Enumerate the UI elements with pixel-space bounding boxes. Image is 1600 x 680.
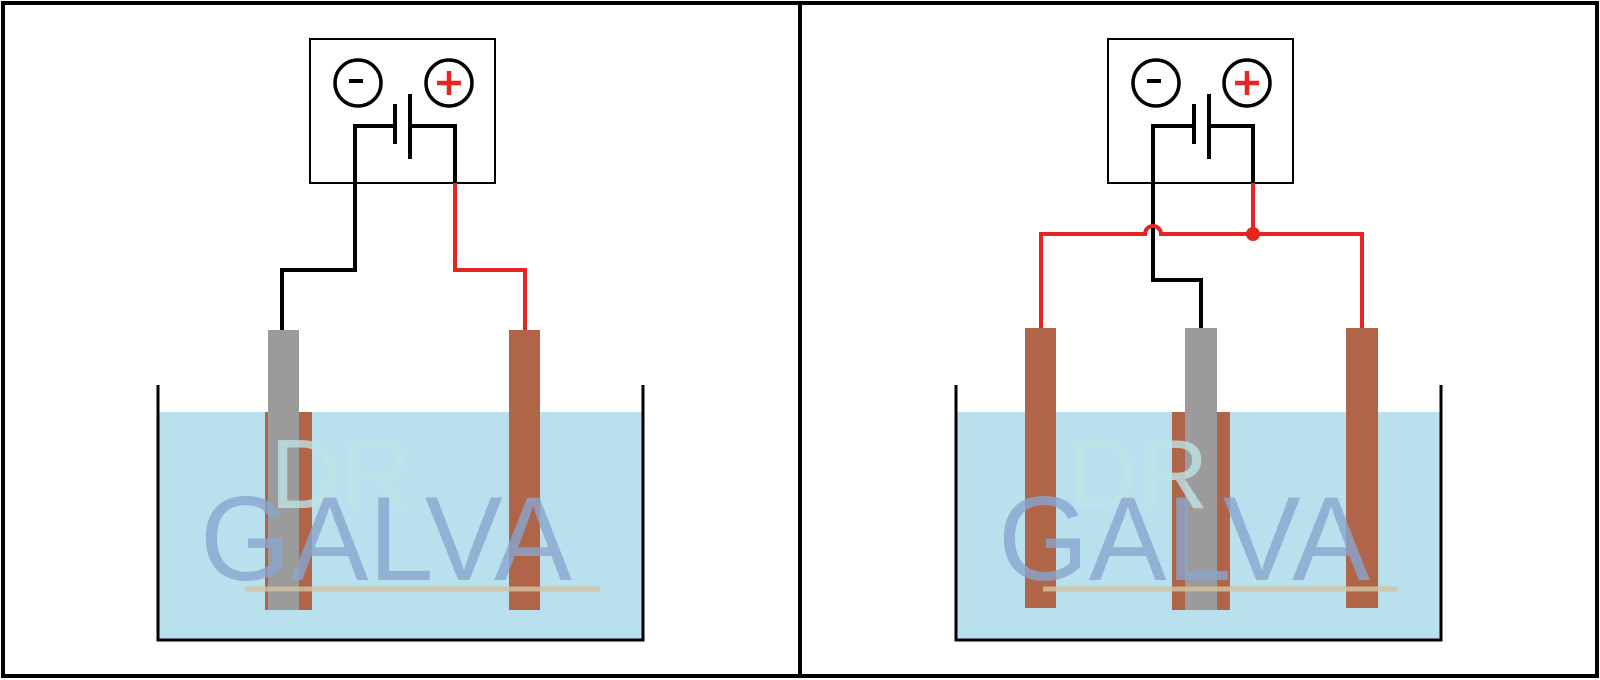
left-anode-rod bbox=[509, 330, 540, 610]
left-negative-wire bbox=[280, 124, 395, 330]
right-tank-walls bbox=[954, 385, 1443, 642]
left-watermark: DR GALVA bbox=[200, 419, 600, 606]
right-wire-junction-dot bbox=[1246, 227, 1260, 241]
right-watermark-galva: GALVA bbox=[998, 472, 1370, 606]
right-cathode-rod bbox=[1185, 328, 1217, 610]
right-anode-rod-2 bbox=[1346, 328, 1378, 608]
right-anode-rod-1 bbox=[1025, 328, 1056, 608]
right-positive-bus bbox=[1039, 224, 1364, 328]
left-cathode bbox=[265, 330, 312, 610]
plus-circle-icon bbox=[424, 58, 474, 108]
left-tank-walls bbox=[156, 385, 645, 642]
left-panel: DR GALVA bbox=[1, 1, 802, 678]
right-positive-wire-top bbox=[1209, 124, 1255, 183]
minus-circle-icon bbox=[333, 58, 383, 108]
right-watermark-dr: DR bbox=[1067, 419, 1209, 529]
left-watermark-galva: GALVA bbox=[200, 472, 572, 606]
left-electrolyte bbox=[158, 412, 643, 640]
left-positive-wire-top bbox=[410, 124, 457, 183]
left-watermark-dr: DR bbox=[270, 419, 412, 529]
right-power-box bbox=[1107, 38, 1294, 184]
right-power-supply bbox=[1107, 38, 1294, 184]
left-tank bbox=[156, 385, 645, 642]
right-negative-wire bbox=[1151, 124, 1203, 328]
left-positive-wire bbox=[453, 183, 527, 330]
left-cathode-rod bbox=[268, 330, 299, 610]
minus-circle-icon bbox=[1131, 58, 1181, 108]
plus-circle-icon bbox=[1222, 58, 1272, 108]
right-watermark: DR GALVA bbox=[998, 419, 1398, 606]
right-panel: DR GALVA bbox=[798, 1, 1599, 678]
right-cathode bbox=[1172, 328, 1230, 610]
left-power-box bbox=[309, 38, 496, 184]
left-power-supply bbox=[309, 38, 496, 184]
